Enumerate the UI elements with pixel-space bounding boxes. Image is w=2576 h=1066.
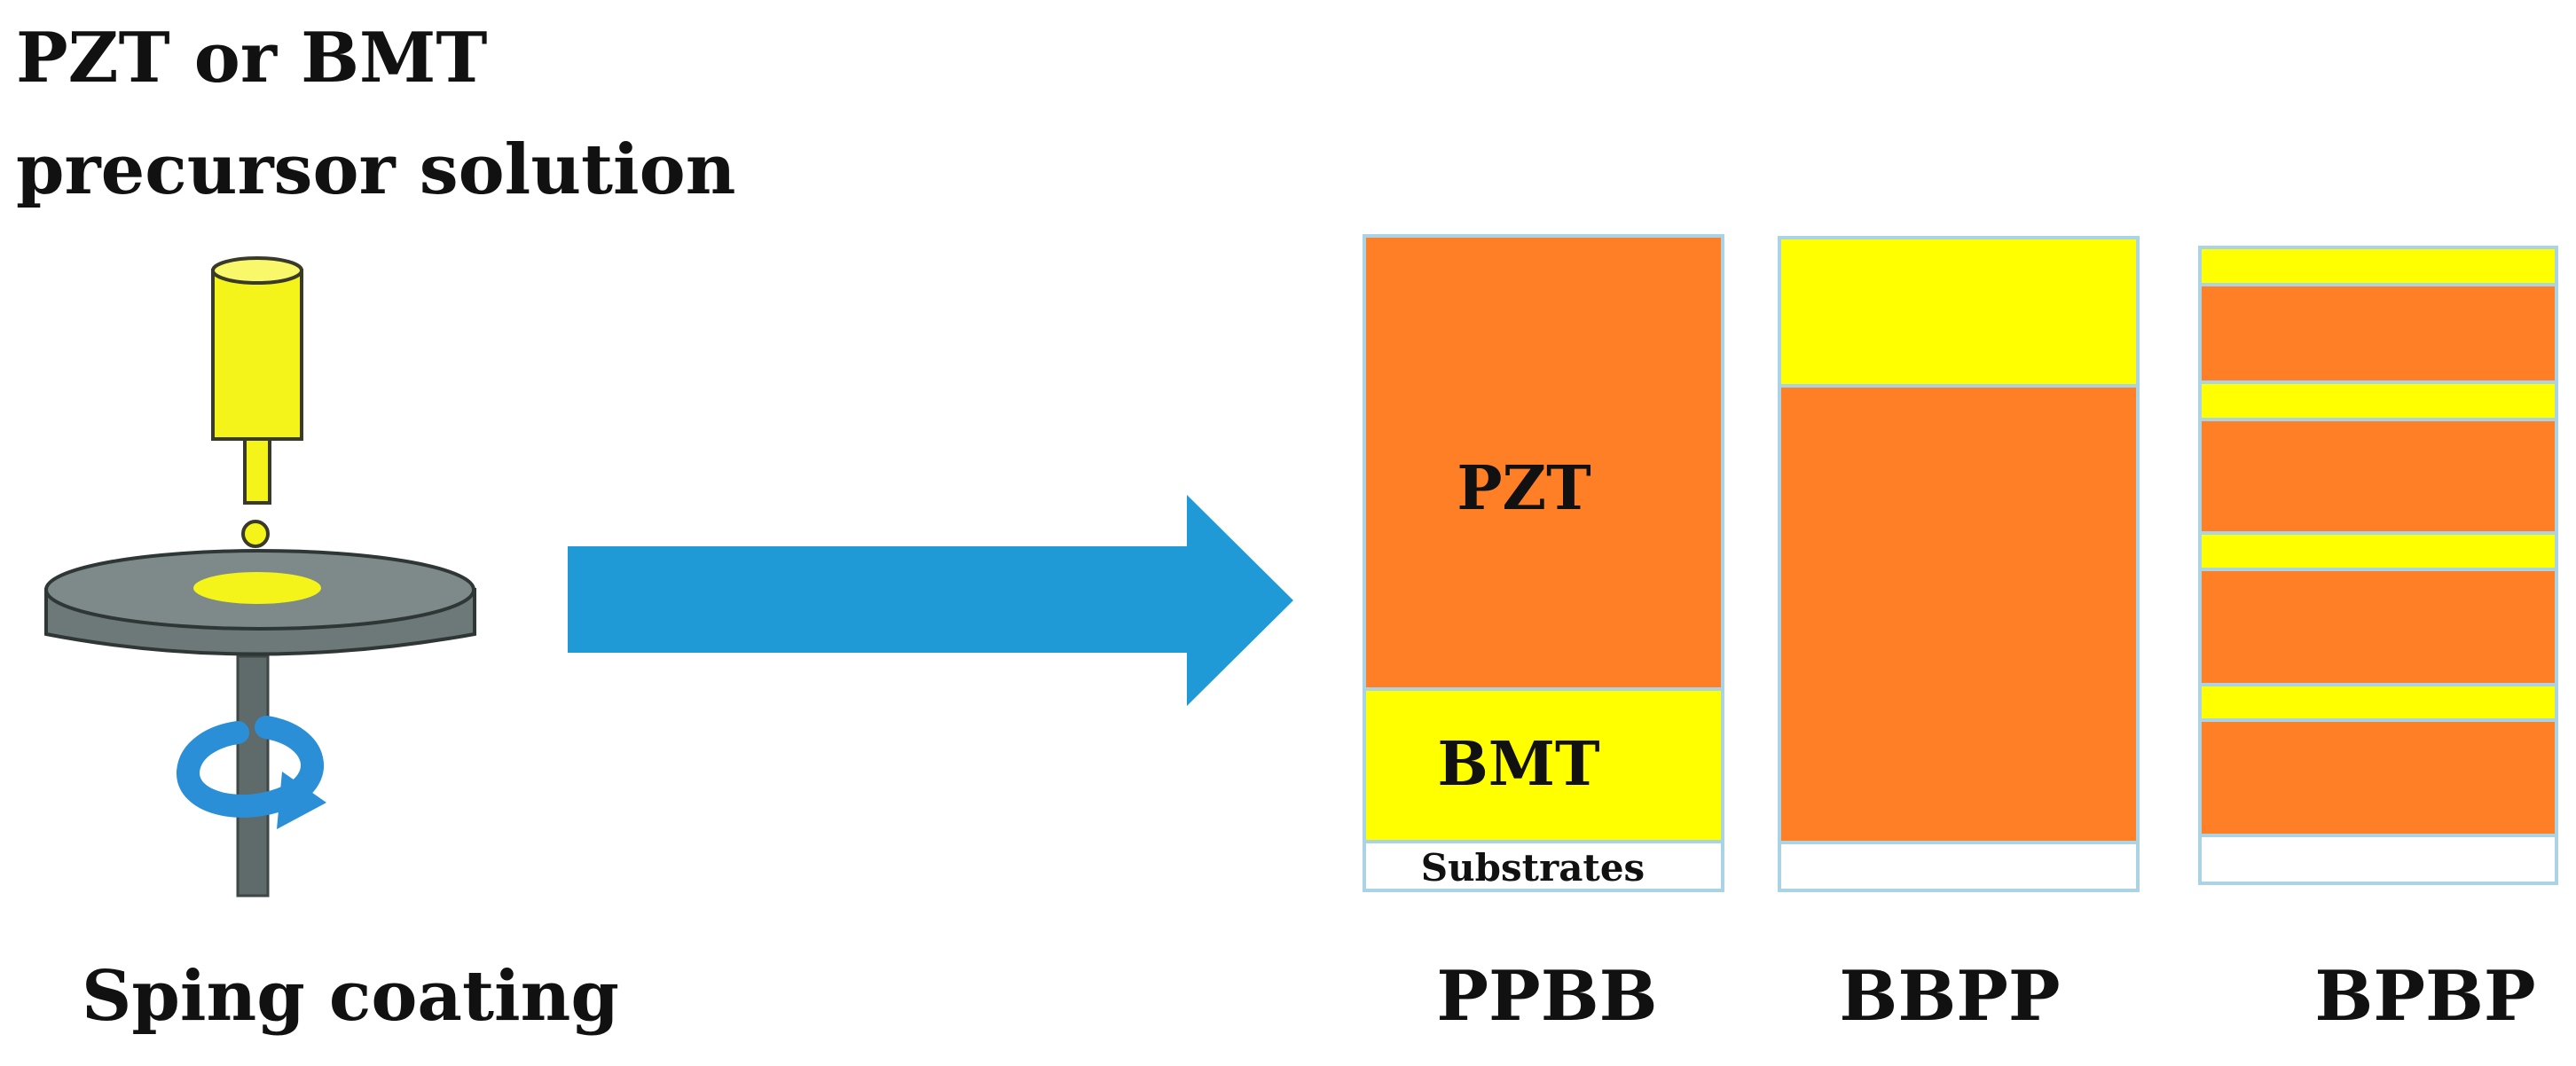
bbpp-pzt-layer [1778,384,2140,844]
stack-label-bpbp: BPBP [2314,956,2535,1037]
title-line-1: PZT or BMT [16,18,487,98]
stack-bbpp [1778,236,2140,892]
bpbp-bmt-layer [2198,683,2558,722]
ppbb-substrate-layer [1363,840,1724,892]
stack-label-ppbb: PPBB [1436,956,1657,1037]
pzt-layer-label: PZT [1457,453,1590,524]
stack-ppbb: PZT BMT Substrates [1363,234,1724,892]
bpbp-pzt-layer [2198,283,2558,384]
bpbp-pzt-layer [2198,418,2558,535]
ppbb-bmt-layer [1363,687,1724,843]
substrate-label: Substrates [1421,846,1645,890]
rotation-arrow-icon [177,716,324,818]
ppbb-pzt-layer [1363,234,1724,691]
stack-label-bbpp: BBPP [1839,956,2060,1037]
bpbp-bmt-layer [2198,380,2558,421]
rotation-arrowhead [277,772,326,829]
solution-puddle [193,572,321,604]
spin-coating-label: Sping coating [82,956,619,1037]
title-line-2: precursor solution [16,129,735,210]
pipette-icon [211,256,303,548]
bpbp-substrate-layer [2198,834,2558,885]
stack-bpbp [2198,246,2558,885]
right-arrow-icon [568,495,1293,706]
bbpp-substrate-layer [1778,841,2140,892]
spin-coater-illustration [44,256,476,897]
solution-droplet [241,520,270,548]
bpbp-pzt-layer [2198,718,2558,837]
bpbp-bmt-layer [2198,531,2558,571]
spindle-shaft [236,654,270,897]
bmt-layer-label: BMT [1437,729,1599,800]
bbpp-bmt-layer [1778,236,2140,388]
bpbp-bmt-layer [2198,246,2558,286]
bpbp-pzt-layer [2198,568,2558,686]
